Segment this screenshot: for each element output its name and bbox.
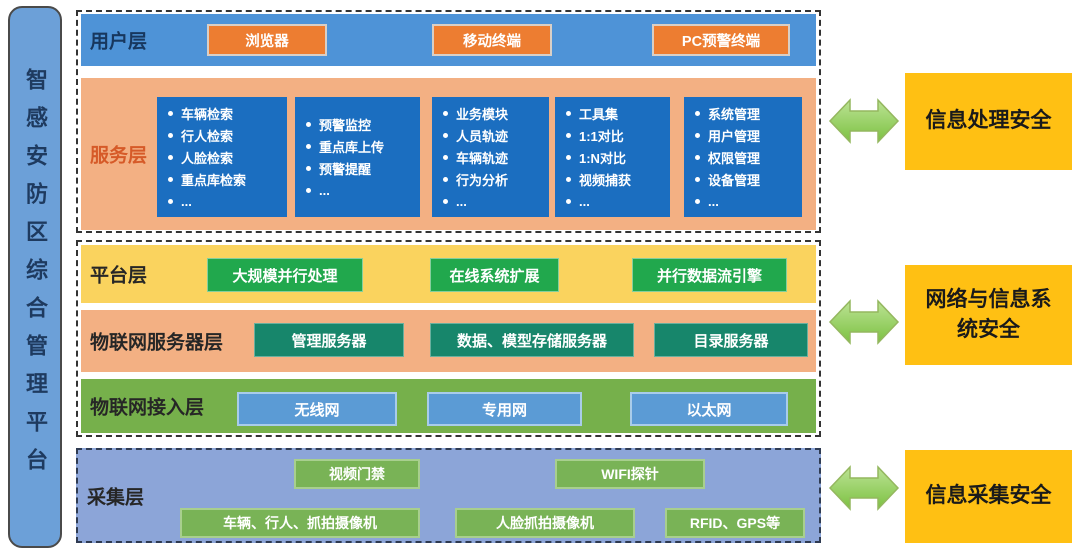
layer-group-top: 用户层 浏览器 移动终端 PC预警终端 服务层 车辆检索 行人检索 人脸检索 重… bbox=[76, 10, 821, 233]
service-item: 车辆轨迹 bbox=[456, 150, 509, 166]
bullet-icon bbox=[695, 110, 700, 116]
bullet-icon bbox=[168, 198, 173, 204]
storage-server-box: 数据、模型存储服务器 bbox=[430, 323, 634, 357]
service-item: 重点库上传 bbox=[319, 139, 385, 155]
platform-title-bar: 智感安防区综合管理平台 bbox=[8, 6, 62, 548]
service-item: 重点库检索 bbox=[181, 172, 247, 188]
bullet-icon bbox=[566, 176, 571, 182]
ethernet-box: 以太网 bbox=[630, 392, 788, 426]
double-arrow-icon bbox=[828, 465, 900, 511]
mobile-terminal-box: 移动终端 bbox=[432, 24, 552, 56]
online-scaling-box: 在线系统扩展 bbox=[430, 258, 559, 292]
iot-access-layer-label: 物联网接入层 bbox=[90, 397, 205, 419]
business-services-box: 业务模块 人员轨迹 车辆轨迹 行为分析 ... bbox=[432, 97, 549, 217]
browser-box: 浏览器 bbox=[207, 24, 327, 56]
bullet-icon bbox=[168, 154, 173, 160]
bullet-icon bbox=[306, 187, 311, 193]
dataflow-engine-box: 并行数据流引擎 bbox=[632, 258, 787, 292]
double-arrow-icon bbox=[828, 299, 900, 345]
service-item: 行为分析 bbox=[456, 172, 509, 188]
service-item: 人脸检索 bbox=[181, 150, 234, 166]
service-item: 人员轨迹 bbox=[456, 128, 509, 144]
wireless-network-box: 无线网 bbox=[237, 392, 397, 426]
alert-services-box: 预警监控 重点库上传 预警提醒 ... bbox=[295, 97, 420, 217]
user-layer-label: 用户层 bbox=[90, 31, 148, 53]
pc-alert-terminal-box: PC预警终端 bbox=[652, 24, 790, 56]
collection-layer-band: 采集层 视频门禁 WIFI探针 车辆、行人、抓拍摄像机 人脸抓拍摄像机 RFID… bbox=[76, 448, 821, 543]
service-item: 设备管理 bbox=[708, 172, 761, 188]
service-item: 车辆检索 bbox=[181, 106, 234, 122]
bullet-icon bbox=[566, 198, 571, 204]
bullet-icon bbox=[443, 176, 448, 182]
wifi-probe-box: WIFI探针 bbox=[555, 459, 705, 489]
bullet-icon bbox=[168, 132, 173, 138]
bullet-icon bbox=[695, 176, 700, 182]
service-item: 1:1对比 bbox=[579, 128, 624, 144]
service-item: 系统管理 bbox=[708, 106, 761, 122]
service-item: 1:N对比 bbox=[579, 150, 626, 166]
private-network-box: 专用网 bbox=[427, 392, 582, 426]
service-item: 用户管理 bbox=[708, 128, 761, 144]
tools-services-box: 工具集 1:1对比 1:N对比 视频捕获 ... bbox=[555, 97, 670, 217]
network-security-box: 网络与信息系统安全 bbox=[905, 265, 1072, 365]
iot-server-layer-label: 物联网服务器层 bbox=[90, 332, 224, 354]
iot-server-layer-band: 物联网服务器层 管理服务器 数据、模型存储服务器 目录服务器 bbox=[81, 310, 816, 372]
service-item: ... bbox=[579, 193, 590, 209]
iot-access-layer-band: 物联网接入层 无线网 专用网 以太网 bbox=[81, 379, 816, 433]
layer-group-middle: 平台层 大规模并行处理 在线系统扩展 并行数据流引擎 物联网服务器层 管理服务器… bbox=[76, 240, 821, 437]
bullet-icon bbox=[306, 165, 311, 171]
service-item: ... bbox=[319, 182, 330, 198]
parallel-processing-box: 大规模并行处理 bbox=[207, 258, 363, 292]
user-layer-band: 用户层 浏览器 移动终端 PC预警终端 bbox=[81, 14, 816, 66]
service-layer-label: 服务层 bbox=[90, 145, 148, 167]
management-server-box: 管理服务器 bbox=[254, 323, 404, 357]
bullet-icon bbox=[443, 132, 448, 138]
vehicle-camera-box: 车辆、行人、抓拍摄像机 bbox=[180, 508, 420, 538]
platform-title: 智感安防区综合管理平台 bbox=[23, 68, 48, 486]
service-item: 预警监控 bbox=[319, 117, 372, 133]
bullet-icon bbox=[306, 143, 311, 149]
management-services-box: 系统管理 用户管理 权限管理 设备管理 ... bbox=[684, 97, 802, 217]
service-item: 行人检索 bbox=[181, 128, 234, 144]
bullet-icon bbox=[566, 110, 571, 116]
service-item: ... bbox=[708, 193, 719, 209]
collection-layer-label: 采集层 bbox=[87, 487, 145, 508]
bullet-icon bbox=[168, 176, 173, 182]
bullet-icon bbox=[306, 121, 311, 127]
directory-server-box: 目录服务器 bbox=[654, 323, 808, 357]
service-item: 预警提醒 bbox=[319, 161, 372, 177]
service-item: ... bbox=[181, 193, 192, 209]
bullet-icon bbox=[443, 110, 448, 116]
service-item: ... bbox=[456, 193, 467, 209]
video-access-box: 视频门禁 bbox=[294, 459, 420, 489]
service-item: 视频捕获 bbox=[579, 172, 632, 188]
service-item: 工具集 bbox=[579, 106, 619, 122]
bullet-icon bbox=[168, 110, 173, 116]
info-collection-security-box: 信息采集安全 bbox=[905, 450, 1072, 543]
platform-layer-label: 平台层 bbox=[90, 265, 148, 287]
bullet-icon bbox=[566, 154, 571, 160]
bullet-icon bbox=[443, 198, 448, 204]
rfid-gps-box: RFID、GPS等 bbox=[665, 508, 805, 538]
bullet-icon bbox=[695, 132, 700, 138]
info-processing-security-box: 信息处理安全 bbox=[905, 73, 1072, 170]
service-layer-band: 服务层 车辆检索 行人检索 人脸检索 重点库检索 ... 预警监控 重点库上传 … bbox=[81, 78, 816, 230]
bullet-icon bbox=[443, 154, 448, 160]
face-camera-box: 人脸抓拍摄像机 bbox=[455, 508, 635, 538]
bullet-icon bbox=[695, 198, 700, 204]
double-arrow-icon bbox=[828, 98, 900, 144]
platform-layer-band: 平台层 大规模并行处理 在线系统扩展 并行数据流引擎 bbox=[81, 245, 816, 303]
search-services-box: 车辆检索 行人检索 人脸检索 重点库检索 ... bbox=[157, 97, 287, 217]
bullet-icon bbox=[695, 154, 700, 160]
service-item: 业务模块 bbox=[456, 106, 509, 122]
service-item: 权限管理 bbox=[708, 150, 761, 166]
bullet-icon bbox=[566, 132, 571, 138]
